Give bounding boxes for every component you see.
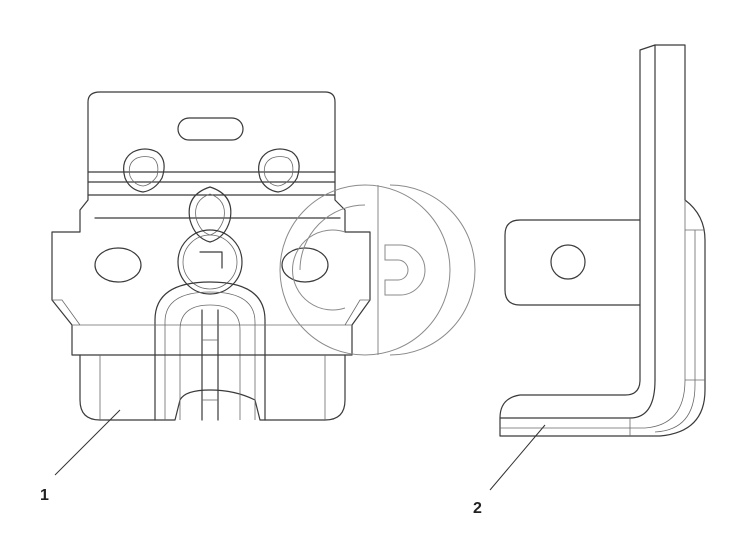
- watermark-logo: [279, 184, 476, 356]
- left-oval-hole: [94, 247, 142, 283]
- part-1-outline: [51, 91, 371, 421]
- right-tab: [258, 148, 300, 193]
- tab-arm: [504, 219, 641, 306]
- l-profile: [499, 44, 706, 437]
- part-2-side-view: [499, 44, 706, 437]
- callout-label-1: 1: [40, 487, 49, 504]
- callout-2: 2: [473, 424, 546, 517]
- leader-line-1: [54, 409, 121, 476]
- lower-channel: [154, 281, 266, 421]
- top-slot: [177, 117, 244, 141]
- left-tab: [123, 148, 165, 193]
- leader-line-2: [489, 424, 546, 491]
- center-tab: [188, 186, 232, 243]
- callout-1: 1: [40, 409, 121, 504]
- right-oval-hole: [281, 247, 329, 283]
- tab-hole: [550, 244, 586, 280]
- center-hole: [177, 229, 243, 295]
- callout-label-2: 2: [473, 500, 482, 517]
- part-1-front-view: [51, 91, 371, 421]
